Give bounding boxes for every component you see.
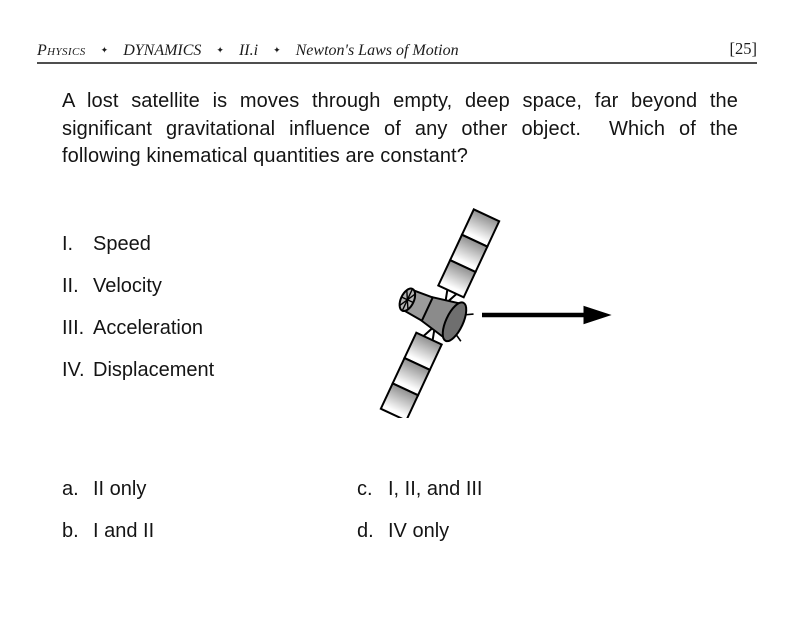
list-item: II. Velocity: [62, 275, 214, 297]
answer-option-c: c. I, II, and III: [357, 478, 722, 520]
velocity-arrow: [482, 305, 612, 325]
diamond-bullet-icon: ✦: [216, 46, 224, 56]
answer-text: I and II: [93, 520, 155, 542]
header-rule: [37, 62, 757, 64]
dish-antennas: [455, 313, 474, 342]
answer-options: a. II only b. I and II c. I, II, and III…: [62, 478, 722, 562]
satellite-dish: [441, 301, 468, 343]
header-section: II.i: [238, 42, 259, 59]
question-line: following kinematical quantities are con…: [62, 145, 468, 167]
answer-text: II only: [93, 478, 147, 500]
question-line: significant gravitational influence of a…: [62, 117, 738, 140]
list-numeral: II.: [62, 275, 79, 297]
list-item: III. Acceleration: [62, 317, 214, 339]
answer-letter: d.: [357, 520, 374, 542]
answer-option-d: d. IV only: [357, 520, 722, 562]
header: Physics ✦ DYNAMICS ✦ II.i ✦ Newton's Law…: [37, 41, 459, 61]
diamond-bullet-icon: ✦: [273, 46, 281, 56]
header-subject: Physics: [37, 42, 86, 59]
satellite-body: [398, 287, 474, 343]
question-text: A lost satellite is moves through empty,…: [62, 88, 738, 171]
page-number: [25]: [729, 39, 758, 58]
question-line: A lost satellite is moves through empty,…: [62, 90, 738, 112]
satellite-illustration: [379, 208, 612, 418]
list-numeral: I.: [62, 233, 74, 255]
list-item: I. Speed: [62, 233, 214, 255]
solar-panel-top: [436, 208, 501, 299]
list-numeral: IV.: [62, 359, 85, 381]
answer-option-a: a. II only: [62, 478, 357, 520]
list-label: Speed: [93, 233, 151, 255]
answer-letter: c.: [357, 478, 373, 500]
diamond-bullet-icon: ✦: [100, 46, 109, 56]
list-numeral: III.: [62, 317, 85, 339]
answer-option-b: b. I and II: [62, 520, 357, 562]
header-unit: DYNAMICS: [123, 42, 202, 59]
quantity-list: I. Speed II. Velocity III. Acceleration …: [62, 233, 214, 401]
drum-spokes: [399, 288, 416, 311]
answer-text: IV only: [388, 520, 450, 542]
answer-text: I, II, and III: [388, 478, 483, 500]
answer-letter: b.: [62, 520, 79, 542]
header-topic: Newton's Laws of Motion: [295, 42, 459, 59]
list-label: Displacement: [93, 359, 215, 381]
answer-letter: a.: [62, 478, 79, 500]
solar-panel-bottom: [379, 331, 444, 418]
list-label: Velocity: [93, 275, 162, 297]
list-label: Acceleration: [93, 317, 204, 339]
list-item: IV. Displacement: [62, 359, 214, 381]
